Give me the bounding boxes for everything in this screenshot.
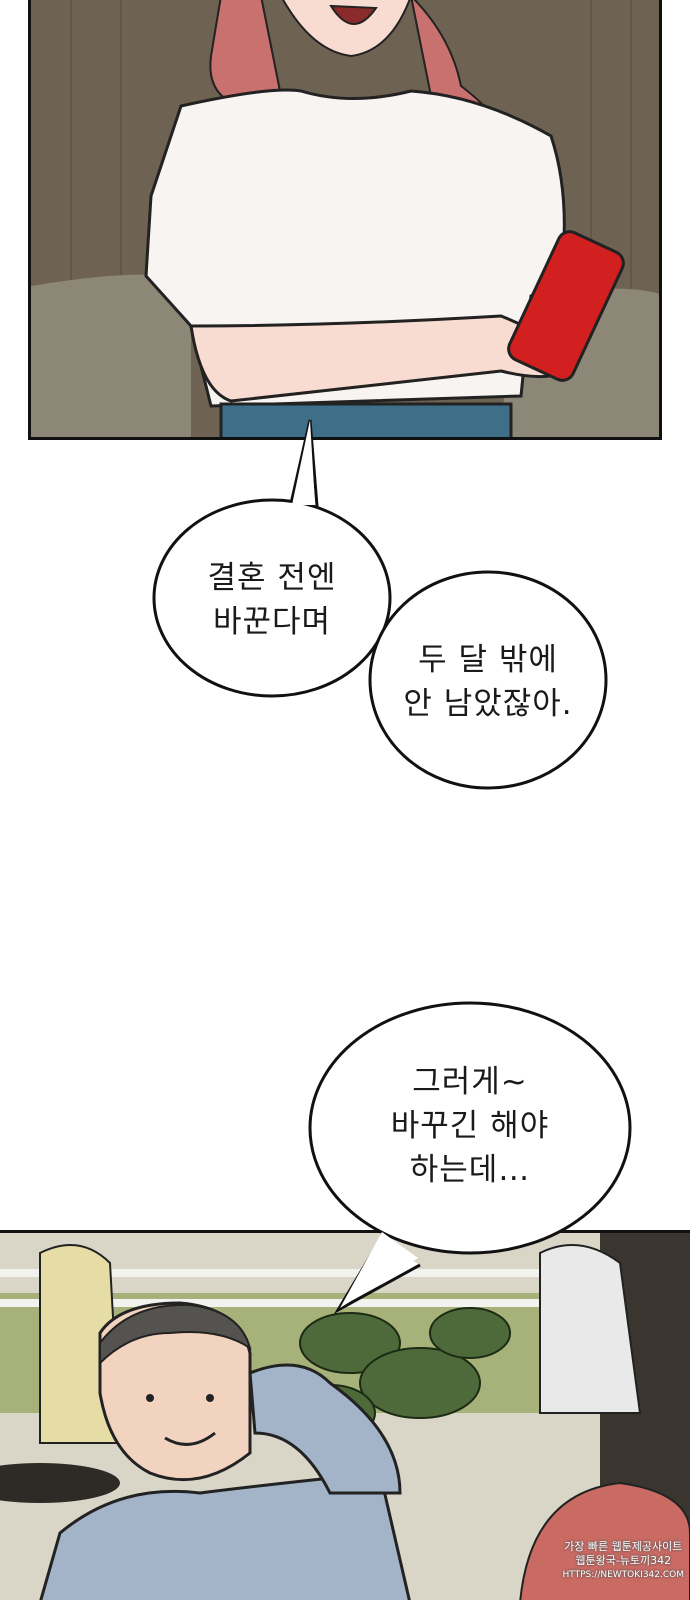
bottom-panel (0, 1230, 690, 1600)
speech-bubbles-upper (152, 419, 608, 790)
bubble-1-text: 결혼 전엔 바꾼다며 (207, 560, 337, 640)
bubble-3-text: 그러게~ 바꾸긴 해야 하는데… (390, 1064, 550, 1188)
top-panel (28, 0, 662, 440)
bottom-panel-illustration (0, 1233, 690, 1600)
top-panel-illustration (31, 0, 659, 437)
bubble-2-text: 두 달 밖에 안 남았잖아. (403, 642, 573, 722)
watermark: 가장 빠른 웹툰제공사이트 웹툰왕국-뉴토끼342 HTTPS://NEWTOK… (562, 1540, 684, 1580)
